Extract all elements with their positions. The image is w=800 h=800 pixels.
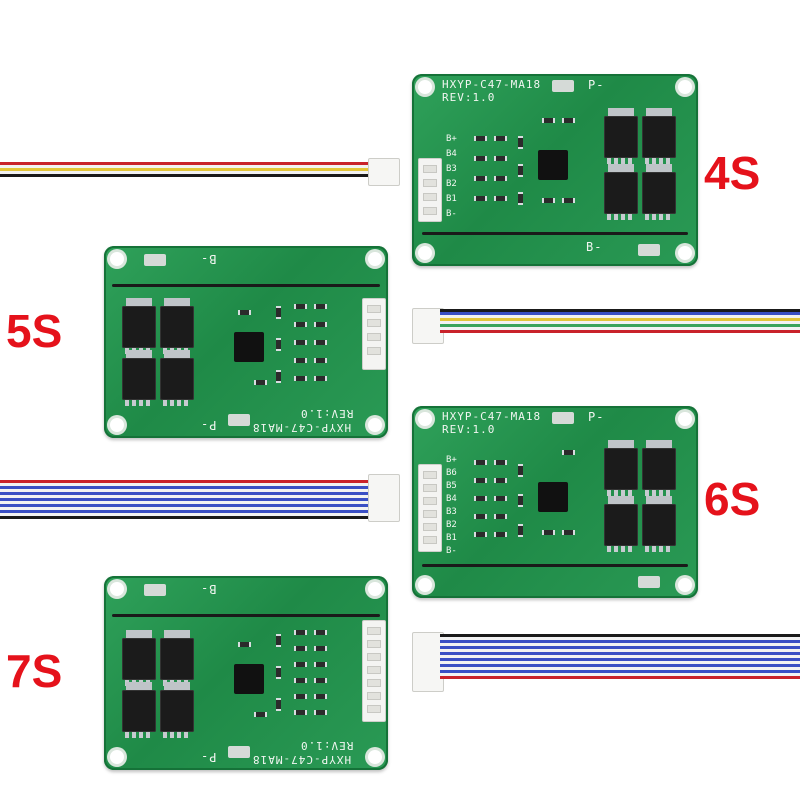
cell-label: B+ bbox=[446, 134, 457, 144]
board-revision: REV:1.0 bbox=[442, 91, 496, 104]
board-model: HXYP-C47-MA18 bbox=[252, 421, 352, 434]
mosfet bbox=[642, 164, 676, 220]
bms-board-5s: HXYP-C47-MA18 REV:1.0 B- P- bbox=[104, 246, 388, 438]
bms-board-6s: HXYP-C47-MA18 REV:1.0 P- B+ B6 B5 B4 B3 … bbox=[412, 406, 698, 598]
balance-connector bbox=[418, 464, 442, 552]
shunt-wire bbox=[422, 564, 688, 567]
mount-hole bbox=[368, 252, 382, 266]
cable-plug bbox=[412, 308, 444, 344]
mosfet bbox=[604, 440, 638, 496]
cell-label: B- bbox=[446, 546, 457, 556]
terminal-p-label: P- bbox=[588, 78, 605, 92]
cell-label: B2 bbox=[446, 520, 457, 530]
mosfet bbox=[122, 350, 156, 406]
config-badge-4s: 4S bbox=[704, 147, 761, 199]
mount-hole bbox=[110, 418, 124, 432]
config-badge-5s: 5S bbox=[6, 305, 63, 357]
cell-label: B3 bbox=[446, 507, 457, 517]
mount-hole bbox=[418, 246, 432, 260]
mosfet bbox=[160, 682, 194, 738]
mount-hole bbox=[368, 582, 382, 596]
bms-board-7s: HXYP-C47-MA18 REV:1.0 B- P- bbox=[104, 576, 388, 770]
balance-cable-5s bbox=[440, 309, 800, 333]
mosfet bbox=[122, 630, 156, 686]
mosfet bbox=[604, 164, 638, 220]
mosfet bbox=[642, 108, 676, 164]
protection-ic bbox=[538, 146, 568, 184]
mount-hole bbox=[418, 80, 432, 94]
board-model: HXYP-C47-MA18 bbox=[442, 78, 542, 91]
terminal-b-label: B- bbox=[200, 582, 217, 596]
mount-hole bbox=[678, 246, 692, 260]
cell-label-column: B+ B4 B3 B2 B1 B- bbox=[446, 132, 466, 222]
terminal-b-label: B- bbox=[586, 240, 603, 254]
shunt-wire bbox=[422, 232, 688, 235]
config-badge-7s: 7S bbox=[6, 645, 63, 697]
mount-hole bbox=[110, 750, 124, 764]
cell-label: B4 bbox=[446, 494, 457, 504]
balance-connector bbox=[362, 620, 386, 722]
cell-label: B3 bbox=[446, 164, 457, 174]
balance-connector bbox=[362, 298, 386, 370]
config-badge-6s: 6S bbox=[704, 473, 761, 525]
terminal-p-label: P- bbox=[200, 750, 217, 764]
mount-hole bbox=[678, 412, 692, 426]
mosfet bbox=[160, 298, 194, 354]
mount-hole bbox=[368, 418, 382, 432]
mosfet bbox=[642, 496, 676, 552]
cell-label: B1 bbox=[446, 194, 457, 204]
cell-label: B2 bbox=[446, 179, 457, 189]
cell-label: B1 bbox=[446, 533, 457, 543]
balance-cable-6s bbox=[0, 480, 370, 519]
shunt-wire bbox=[112, 284, 380, 287]
board-model: HXYP-C47-MA18 bbox=[252, 753, 352, 766]
cell-label-column: B+ B6 B5 B4 B3 B2 B1 B- bbox=[446, 454, 466, 558]
mosfet bbox=[122, 298, 156, 354]
mosfet bbox=[642, 440, 676, 496]
protection-ic bbox=[234, 660, 264, 698]
protection-ic bbox=[234, 328, 264, 366]
cell-label: B4 bbox=[446, 149, 457, 159]
mount-hole bbox=[110, 252, 124, 266]
board-revision: REV:1.0 bbox=[442, 423, 496, 436]
mount-hole bbox=[418, 578, 432, 592]
cell-label: B+ bbox=[446, 455, 457, 465]
protection-ic bbox=[538, 478, 568, 516]
mount-hole bbox=[418, 412, 432, 426]
terminal-p-label: P- bbox=[588, 410, 605, 424]
cell-label: B5 bbox=[446, 481, 457, 491]
mosfet bbox=[604, 496, 638, 552]
mosfet bbox=[160, 350, 194, 406]
mount-hole bbox=[368, 750, 382, 764]
balance-connector bbox=[418, 158, 442, 222]
board-revision: REV:1.0 bbox=[300, 739, 354, 752]
board-revision: REV:1.0 bbox=[300, 407, 354, 420]
mount-hole bbox=[678, 80, 692, 94]
cell-label: B- bbox=[446, 209, 457, 219]
board-model: HXYP-C47-MA18 bbox=[442, 410, 542, 423]
mount-hole bbox=[110, 582, 124, 596]
cable-plug bbox=[412, 632, 444, 692]
balance-cable-4s bbox=[0, 162, 370, 177]
terminal-b-label: B- bbox=[200, 252, 217, 266]
mosfet bbox=[122, 682, 156, 738]
cell-label: B6 bbox=[446, 468, 457, 478]
balance-cable-7s bbox=[440, 634, 800, 679]
cable-plug bbox=[368, 158, 400, 186]
mount-hole bbox=[678, 578, 692, 592]
bms-board-4s: HXYP-C47-MA18 REV:1.0 P- B- B+ B4 B3 B2 … bbox=[412, 74, 698, 266]
terminal-p-label: P- bbox=[200, 418, 217, 432]
mosfet bbox=[160, 630, 194, 686]
mosfet bbox=[604, 108, 638, 164]
cable-plug bbox=[368, 474, 400, 522]
shunt-wire bbox=[112, 614, 380, 617]
